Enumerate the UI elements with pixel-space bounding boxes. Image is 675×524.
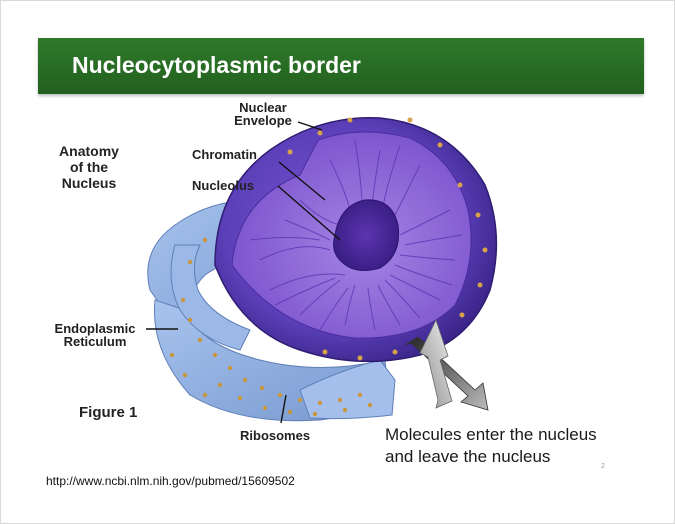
er-line-2: Reticulum (44, 335, 146, 348)
nuclear-envelope-line-2: Envelope (228, 114, 298, 127)
anatomy-line-1: Anatomy (44, 143, 134, 159)
label-chromatin: Chromatin (192, 148, 257, 161)
figure-label: Figure 1 (79, 404, 137, 421)
anatomy-line-2: of the (44, 159, 134, 175)
caption-line-1: Molecules enter the nucleus (385, 424, 655, 446)
label-ribosomes: Ribosomes (240, 429, 310, 442)
caption-line-2: and leave the nucleus (385, 446, 655, 468)
label-nuclear-envelope: Nuclear Envelope (228, 101, 298, 127)
label-endoplasmic-reticulum: Endoplasmic Reticulum (44, 322, 146, 348)
slide-number: 2 (601, 463, 605, 470)
nucleus (215, 118, 496, 362)
source-url: http://www.ncbi.nlm.nih.gov/pubmed/15609… (46, 474, 295, 488)
label-nucleolus: Nucleolus (192, 179, 254, 192)
anatomy-heading: Anatomy of the Nucleus (44, 143, 134, 191)
molecules-caption: Molecules enter the nucleus and leave th… (385, 424, 655, 468)
anatomy-line-3: Nucleus (44, 175, 134, 191)
